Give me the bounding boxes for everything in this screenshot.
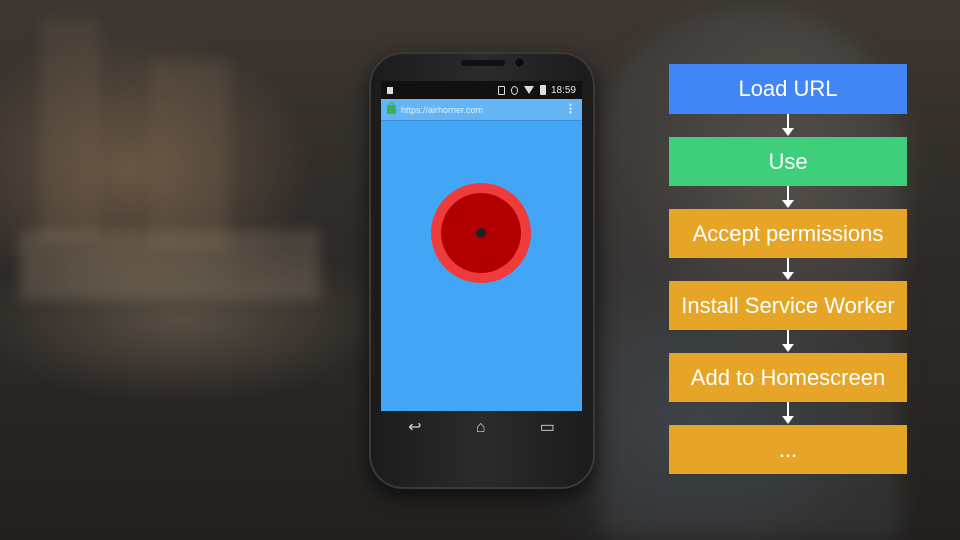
flow-arrow <box>669 186 907 209</box>
flow-step-accept-permissions: Accept permissions <box>669 209 907 258</box>
back-icon[interactable]: ↩ <box>408 419 422 436</box>
flow-step-install-service-worker: Install Service Worker <box>669 281 907 330</box>
recents-icon[interactable]: ▭ <box>539 419 555 436</box>
lock-icon <box>387 102 396 114</box>
air-horn-center-dot <box>476 228 486 238</box>
flow-arrow <box>669 402 907 425</box>
browser-url-bar[interactable]: https://airhorner.com ⋮ <box>381 99 582 121</box>
flow-step-load-url: Load URL <box>669 64 907 114</box>
phone-device: 18:59 https://airhorner.com ⋮ ↩ ⌂ ▭ <box>369 52 595 489</box>
install-flow-diagram: Load URL Use Accept permissions Install … <box>669 64 907 474</box>
notification-icon <box>387 86 393 94</box>
air-horn-button[interactable] <box>431 183 531 283</box>
background-building-column <box>150 60 230 250</box>
vibrate-icon <box>497 85 505 95</box>
battery-icon <box>539 85 546 95</box>
flow-arrow <box>669 114 907 137</box>
background-building-base <box>20 230 320 300</box>
url-text[interactable]: https://airhorner.com <box>401 104 484 115</box>
flow-step-use: Use <box>669 137 907 186</box>
flow-arrow <box>669 330 907 353</box>
flow-step-add-to-homescreen: Add to Homescreen <box>669 353 907 402</box>
home-icon[interactable]: ⌂ <box>475 419 486 436</box>
flow-step-more: ... <box>669 425 907 474</box>
phone-screen: 18:59 https://airhorner.com ⋮ <box>381 81 582 411</box>
alarm-icon <box>510 85 518 95</box>
wifi-icon <box>523 86 534 94</box>
phone-camera <box>515 58 524 67</box>
overflow-menu-icon[interactable]: ⋮ <box>565 103 576 115</box>
background-building-column <box>40 20 100 240</box>
phone-speaker <box>461 60 505 66</box>
android-nav-bar: ↩ ⌂ ▭ <box>381 413 582 443</box>
air-horn-inner <box>441 193 521 273</box>
status-time: 18:59 <box>550 84 576 96</box>
status-bar: 18:59 <box>381 81 582 99</box>
flow-arrow <box>669 258 907 281</box>
